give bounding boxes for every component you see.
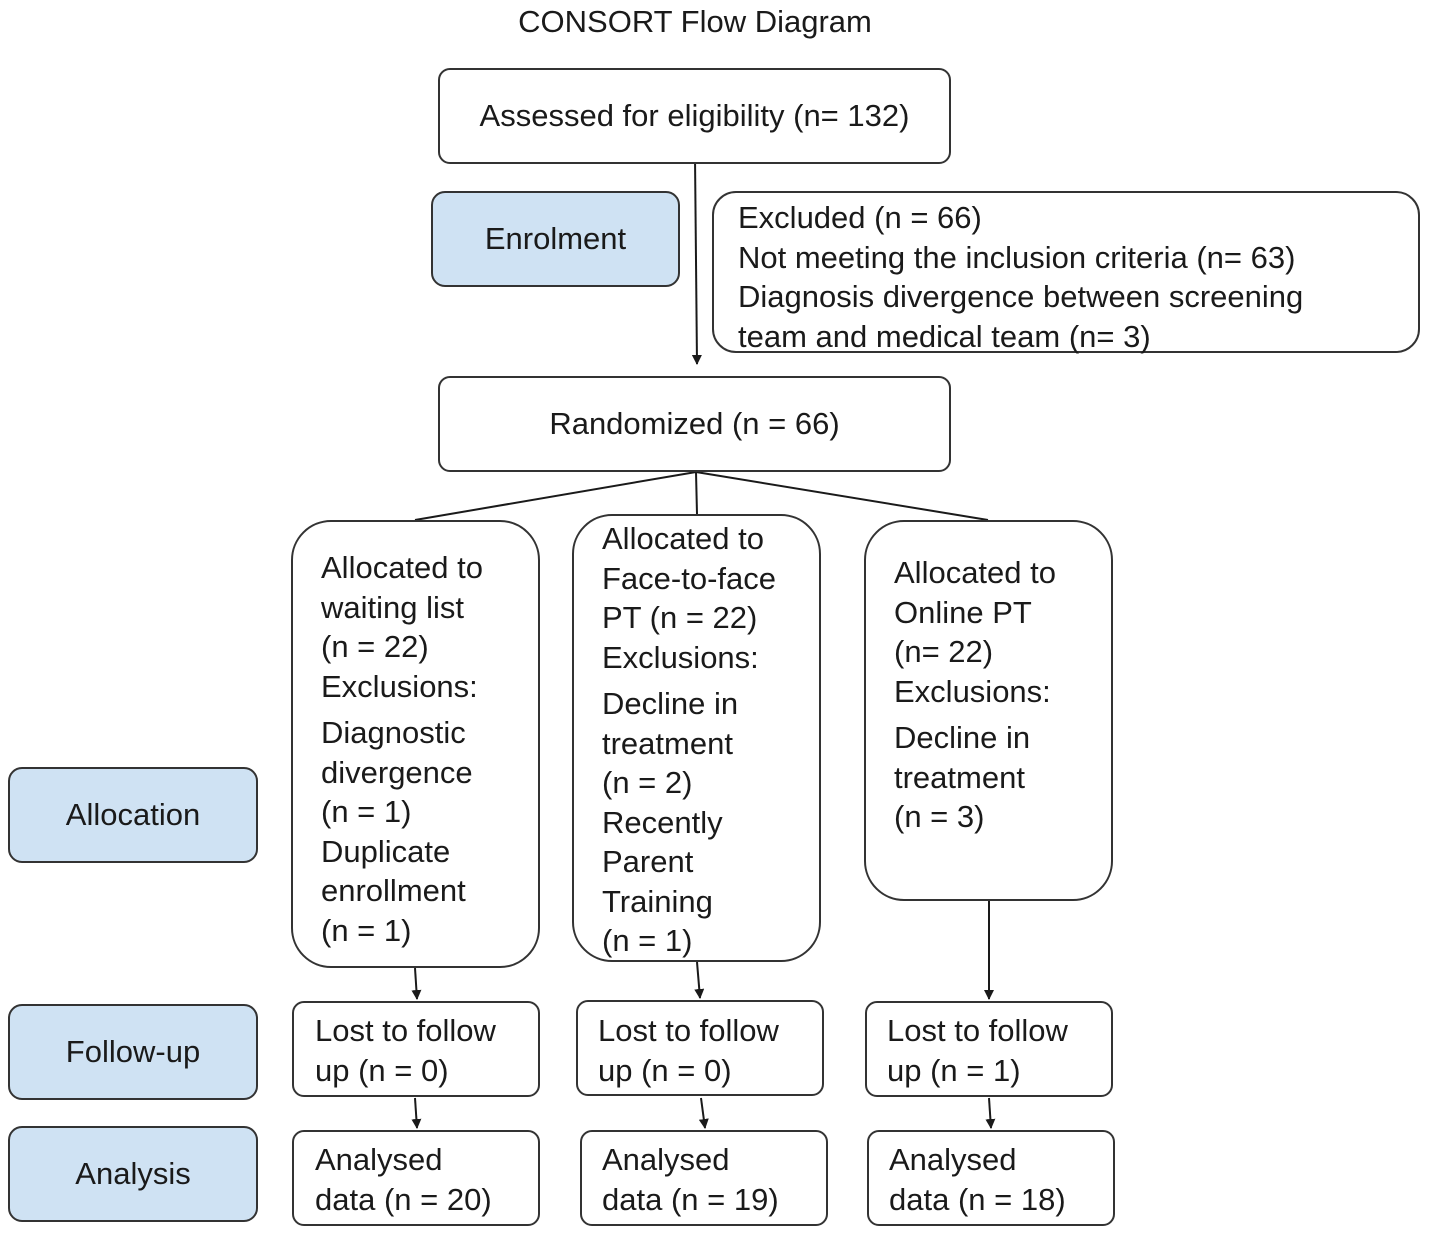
line-randomized-to-waiting [414,471,697,521]
face-exclusions-heading: Exclusions: [602,639,759,675]
online-exclusion-1-line-1: Decline in [894,720,1031,755]
analysed-face-box: Analysed data (n = 19) [580,1130,828,1226]
lost-to-follow-up-face-box: Lost to follow up (n = 0) [576,1000,824,1096]
assessed-text: Assessed for eligibility (n= 132) [479,98,910,134]
face-lost-count: up (n = 0) [598,1052,732,1088]
face-analysed-count: data (n = 19) [602,1181,779,1217]
waiting-exclusion-1-line-1: Diagnostic [321,715,466,750]
face-exclusion-2-line-1: Recently [602,804,723,840]
stage-follow-up: Follow-up [8,1004,258,1100]
online-lost-count: up (n = 1) [887,1052,1021,1088]
waiting-exclusion-2-line-2: enrollment [321,873,466,908]
face-exclusion-2-count: (n = 1) [602,923,693,958]
waiting-analysed-line-1: Analysed [315,1142,443,1177]
arrow-face-to-lost [694,961,705,999]
online-allocated-count: (n= 22) [894,634,994,669]
face-allocated-count: PT (n = 22) [602,600,758,635]
lost-to-follow-up-online-box: Lost to follow up (n = 1) [865,1001,1113,1097]
face-allocated-line-2: Face-to-face [602,560,777,596]
stage-enrolment: Enrolment [431,191,680,287]
online-analysed-line-1: Analysed [889,1142,1017,1177]
waiting-analysed-count: data (n = 20) [315,1181,492,1217]
line-randomized-to-face [695,471,698,515]
face-allocated-line-1: Allocated to [602,521,764,556]
analysed-waiting-box: Analysed data (n = 20) [292,1130,540,1226]
lost-to-follow-up-waiting-box: Lost to follow up (n = 0) [292,1001,540,1097]
waiting-lost-count: up (n = 0) [315,1052,449,1088]
excluded-inclusion-criteria: Not meeting the inclusion criteria (n= 6… [738,239,1296,275]
arrow-waiting-lost-to-analysed [411,1097,422,1129]
arrow-waiting-to-lost [411,967,422,1000]
waiting-allocated-line-1: Allocated to [321,550,483,585]
online-exclusions-heading: Exclusions: [894,673,1051,709]
line-randomized-to-online [695,471,989,521]
excluded-divergence-line-2: team and medical team (n= 3) [738,318,1151,354]
waiting-allocated-count: (n = 22) [321,629,429,664]
excluded-box: Excluded (n = 66) Not meeting the inclus… [712,191,1420,354]
face-exclusion-1-line-1: Decline in [602,686,739,721]
stage-allocation: Allocation [8,767,258,863]
allocation-waiting-list-box: Allocated to waiting list (n = 22) Exclu… [291,520,540,968]
excluded-total: Excluded (n = 66) [738,200,982,235]
waiting-exclusion-2-count: (n = 1) [321,912,412,948]
diagram-title: CONSORT Flow Diagram [518,4,872,39]
allocation-face-to-face-box: Allocated to Face-to-face PT (n = 22) Ex… [572,514,821,962]
online-allocated-line-1: Allocated to [894,555,1056,590]
waiting-lost-line-1: Lost to follow [315,1013,496,1048]
face-exclusion-1-line-2: treatment [602,725,733,761]
online-exclusion-1-line-2: treatment [894,759,1025,795]
randomized-text: Randomized (n = 66) [549,406,840,442]
assessed-box: Assessed for eligibility (n= 132) [438,68,951,164]
online-exclusion-1-count: (n = 3) [894,799,985,834]
arrow-face-lost-to-analysed [698,1097,709,1129]
waiting-exclusion-2-line-1: Duplicate [321,833,451,869]
waiting-exclusions-heading: Exclusions: [321,668,478,704]
analysed-online-box: Analysed data (n = 18) [867,1130,1115,1226]
arrow-assessed-to-randomized [691,156,702,365]
excluded-divergence-line-1: Diagnosis divergence between screening [738,279,1304,314]
face-lost-line-1: Lost to follow [598,1013,779,1048]
waiting-exclusion-1-count: (n = 1) [321,794,412,829]
waiting-allocated-line-2: waiting list [321,589,464,625]
online-allocated-line-2: Online PT [894,594,1032,630]
allocation-online-box: Allocated to Online PT (n= 22) Exclusion… [864,520,1113,901]
waiting-exclusion-1-line-2: divergence [321,754,473,790]
face-exclusion-1-count: (n = 2) [602,765,693,800]
randomized-box: Randomized (n = 66) [438,376,951,472]
face-analysed-line-1: Analysed [602,1142,730,1177]
stage-analysis: Analysis [8,1126,258,1222]
face-exclusion-2-line-2: Parent [602,844,694,879]
online-analysed-count: data (n = 18) [889,1181,1066,1217]
arrow-online-lost-to-analysed [985,1097,996,1129]
face-exclusion-2-line-3: Training [602,883,713,919]
online-lost-line-1: Lost to follow [887,1013,1068,1048]
